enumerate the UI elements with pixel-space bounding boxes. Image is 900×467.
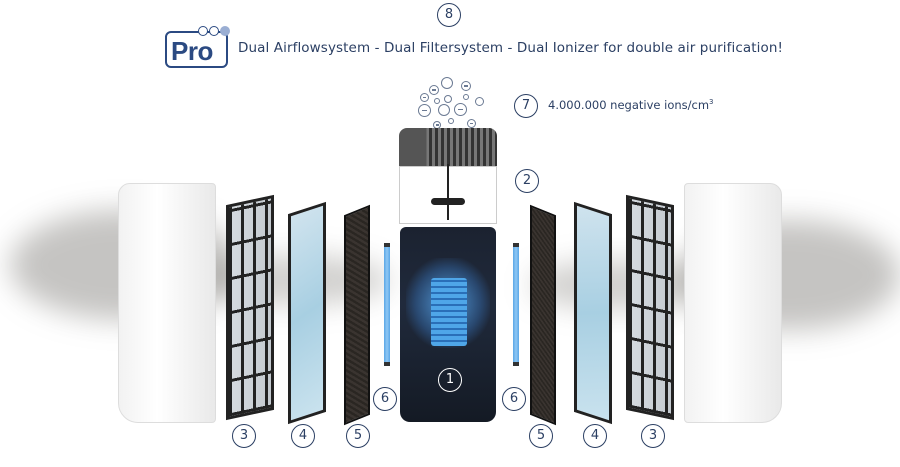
ionizer-rod-left	[384, 243, 390, 366]
carbon-filter-left	[344, 204, 370, 426]
cover-panel-right	[684, 183, 782, 423]
callout-5-right: 5	[529, 424, 553, 448]
smoke-stream-right	[530, 260, 710, 310]
callout-4-right: 4	[583, 424, 607, 448]
prefilter-left	[226, 194, 274, 421]
ionizer-rod-right	[513, 243, 519, 366]
carbon-filter-right	[530, 204, 556, 426]
fan-blades	[431, 278, 467, 346]
pro-logo-text: Pro	[171, 36, 213, 66]
callout-5-left: 5	[346, 424, 370, 448]
callout-4-left: 4	[291, 424, 315, 448]
purifier-top-grille	[399, 128, 497, 168]
cover-panel-left	[118, 183, 216, 423]
callout-6-left: 6	[373, 387, 397, 411]
callout-3-left: 3	[232, 424, 256, 448]
prefilter-right	[626, 194, 674, 421]
pro-logo: Pro	[165, 26, 230, 68]
hepa-filter-right	[574, 201, 612, 425]
pro-logo-dots-icon	[198, 26, 230, 36]
callout-6-right: 6	[502, 387, 526, 411]
ions-spec-text: 4.000.000 negative ions/cm3	[548, 98, 714, 112]
callout-3-right: 3	[641, 424, 665, 448]
callout-8: 8	[437, 3, 461, 27]
callout-7: 7	[514, 94, 538, 118]
callout-2: 2	[515, 169, 539, 193]
purifier-center-line	[447, 164, 449, 220]
headline: Dual Airflowsystem - Dual Filtersystem -…	[238, 40, 783, 56]
hepa-filter-left	[288, 201, 326, 425]
callout-1: 1	[438, 368, 462, 392]
